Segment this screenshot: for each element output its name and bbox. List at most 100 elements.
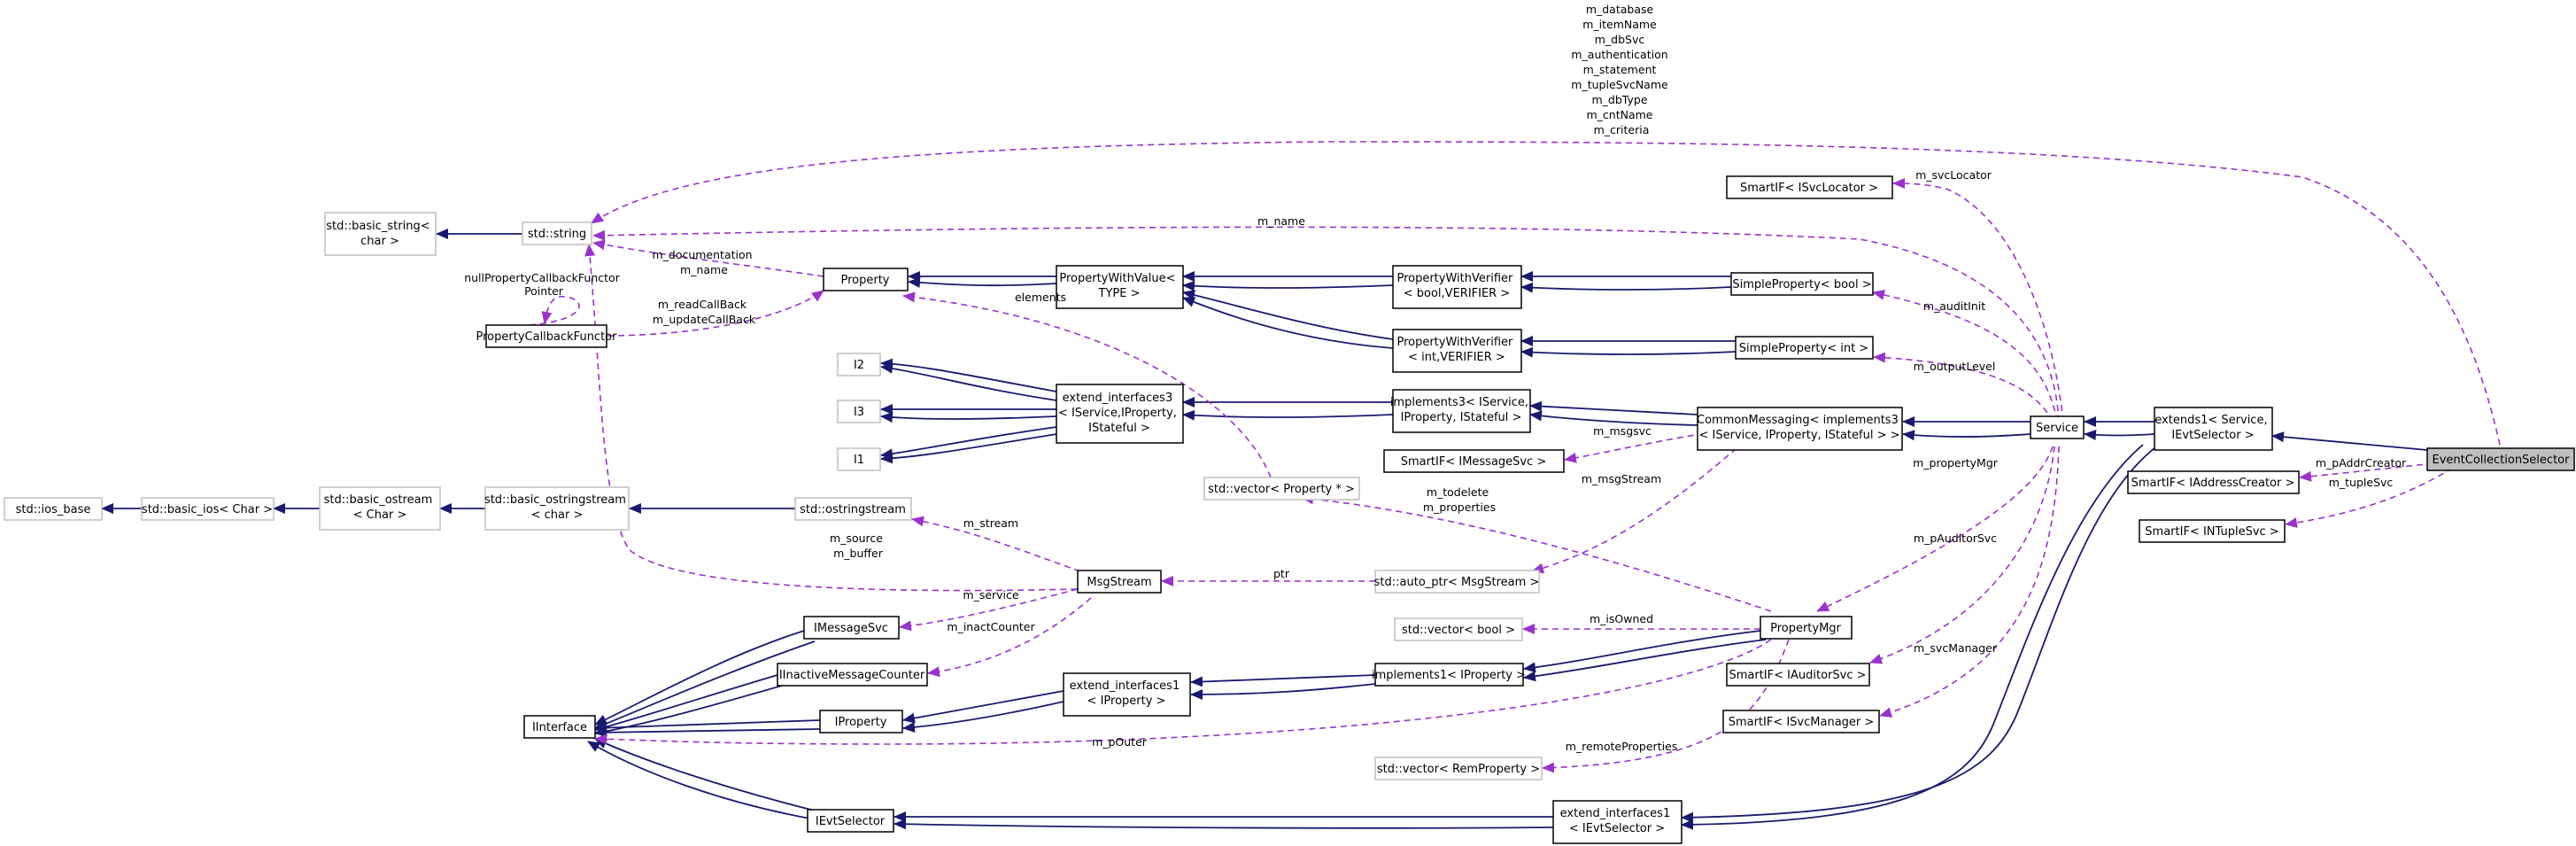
edge-service-svcmgr xyxy=(1879,446,2060,718)
node-i3[interactable]: I3 xyxy=(837,400,881,423)
label-m-name: m_name xyxy=(1257,214,1305,228)
node-implements1-property[interactable]: implements1< IProperty > xyxy=(1372,663,1526,687)
node-smartif-addrcreator-label: SmartIF< IAddressCreator > xyxy=(2131,477,2295,490)
label-m-remoteproperties: m_remoteProperties xyxy=(1566,740,1678,753)
edge-service-auditor xyxy=(1869,446,2055,664)
inheritance-edges xyxy=(101,229,2428,830)
edge-ievtsel-iinterface xyxy=(594,738,816,811)
node-pwver-bool-label: PropertyWithVerifier < bool,VERIFIER > xyxy=(1396,272,1516,300)
edge-cm-impl3-2 xyxy=(1529,410,1698,426)
node-property[interactable]: Property xyxy=(823,268,909,291)
node-ostringstream-label: std::ostringstream xyxy=(800,503,906,516)
node-iinterface[interactable]: IInterface xyxy=(523,715,596,739)
edge-extif3-i2-2 xyxy=(880,362,1057,401)
edge-spbool-pwverbool-2 xyxy=(1520,282,1732,293)
label-pm-vector: m_todelete m_properties xyxy=(1423,485,1496,514)
node-iproperty[interactable]: IProperty xyxy=(819,710,903,733)
node-i2[interactable]: I2 xyxy=(837,353,881,376)
node-vector-remproperty[interactable]: std::vector< RemProperty > xyxy=(1374,757,1543,780)
node-implements3[interactable]: implements3< IService, IProperty, IState… xyxy=(1390,389,1532,433)
node-iinactive-counter[interactable]: IInactiveMessageCounter xyxy=(777,663,928,687)
node-basic-string[interactable]: std::basic_string< char > xyxy=(324,212,437,256)
edge-service-string-mname xyxy=(592,226,2060,423)
edge-labels: m_database m_itemName m_dbSvc m_authenti… xyxy=(652,3,2407,753)
edge-msgstream-imessagesvc xyxy=(899,588,1079,632)
edge-extif3-i3-2 xyxy=(880,412,1057,423)
node-imessagesvc-label: IMessageSvc xyxy=(814,622,888,635)
node-extend-interfaces3[interactable]: extend_interfaces3 < IService,IProperty,… xyxy=(1056,384,1184,444)
node-property-with-value[interactable]: PropertyWithValue< TYPE > xyxy=(1056,265,1184,309)
edge-iinactive-iinterface-2 xyxy=(594,683,789,737)
node-event-collection-selector-label: EventCollectionSelector xyxy=(2433,454,2571,467)
node-smartif-svclocator[interactable]: SmartIF< ISvcLocator > xyxy=(1726,175,1893,199)
edge-ecs-string xyxy=(591,141,2501,446)
node-basic-ostringstream[interactable]: std::basic_ostringstream < char > xyxy=(484,486,630,531)
node-propertymgr[interactable]: PropertyMgr xyxy=(1760,616,1853,640)
edge-extif1prop-iproperty xyxy=(902,690,1064,724)
node-property-callback-functor-label: PropertyCallbackFunctor xyxy=(476,330,618,344)
node-extends1[interactable]: extends1< Service, IEvtSelector > xyxy=(2154,407,2273,451)
label-m-auditinit: m_auditInit xyxy=(1923,299,1985,313)
node-imessagesvc[interactable]: IMessageSvc xyxy=(803,616,900,640)
node-smartif-addrcreator[interactable]: SmartIF< IAddressCreator > xyxy=(2127,470,2300,494)
node-smartif-svcmgr[interactable]: SmartIF< ISvcManager > xyxy=(1722,710,1880,733)
node-extends1-label: extends1< Service, IEvtSelector > xyxy=(2154,414,2270,442)
label-ptr: ptr xyxy=(1273,567,1290,580)
node-extend-interfaces1-evtselector[interactable]: extend_interfaces1 < IEvtSelector > xyxy=(1552,800,1683,844)
edge-msgstream-ostringstream xyxy=(911,516,1081,572)
edge-propmgr-vectorprop xyxy=(1301,493,1772,612)
node-std-string[interactable]: std::string xyxy=(522,221,592,245)
node-vector-bool[interactable]: std::vector< bool > xyxy=(1394,617,1523,641)
node-vector-property[interactable]: std::vector< Property * > xyxy=(1203,477,1360,501)
node-pwver-bool[interactable]: PropertyWithVerifier < bool,VERIFIER > xyxy=(1392,265,1522,309)
node-basic-ios[interactable]: std::basic_ios< Char > xyxy=(141,497,275,521)
node-event-collection-selector[interactable]: EventCollectionSelector xyxy=(2426,447,2575,471)
node-extend-interfaces1-property[interactable]: extend_interfaces1 < IProperty > xyxy=(1063,672,1191,717)
node-ios-base[interactable]: std::ios_base xyxy=(4,497,103,521)
node-pwver-int[interactable]: PropertyWithVerifier < int,VERIFIER > xyxy=(1392,329,1522,373)
edge-service-propmgr xyxy=(1816,446,2054,612)
node-extend-interfaces3-label: extend_interfaces3 < IService,IProperty,… xyxy=(1058,392,1180,435)
node-smartif-auditor[interactable]: SmartIF< IAuditorSvc > xyxy=(1726,663,1870,687)
node-pwver-int-label: PropertyWithVerifier < int,VERIFIER > xyxy=(1396,336,1516,364)
edge-msgstream-string xyxy=(584,244,1078,592)
node-smartif-ntuple-label: SmartIF< INTupleSvc > xyxy=(2145,525,2278,539)
label-callback-functor: m_readCallBack m_updateCallBack xyxy=(653,298,756,326)
node-simple-property-int[interactable]: SimpleProperty< int > xyxy=(1735,336,1874,360)
node-msgstream-label: MsgStream xyxy=(1087,576,1151,589)
label-m-stream: m_stream xyxy=(963,516,1018,530)
edge-imessagesvc-iinterface xyxy=(594,630,805,726)
node-service[interactable]: Service xyxy=(2030,415,2085,439)
edge-service-spint xyxy=(1873,352,2054,423)
node-ievtselector[interactable]: IEvtSelector xyxy=(807,809,894,833)
edge-iproperty-iinterface-2 xyxy=(594,726,821,738)
node-common-messaging[interactable]: CommonMessaging< implements3 < IService,… xyxy=(1697,407,1903,451)
node-ostringstream[interactable]: std::ostringstream xyxy=(794,497,912,521)
edge-extif3-i1-2 xyxy=(880,433,1057,464)
node-i1[interactable]: I1 xyxy=(837,447,881,471)
node-basic-string-label: std::basic_string< char > xyxy=(326,220,433,248)
node-property-label: Property xyxy=(840,274,889,287)
edge-spint-pwverint-2 xyxy=(1520,346,1737,358)
node-simple-property-bool[interactable]: SimpleProperty< bool > xyxy=(1730,272,1874,296)
edge-imessagesvc-iinterface-2 xyxy=(594,640,816,729)
node-autoptr-msgstream[interactable]: std::auto_ptr< MsgStream > xyxy=(1374,570,1540,594)
edge-cm-autoptr xyxy=(1531,440,1745,574)
usage-edges xyxy=(529,141,2501,773)
node-smartif-ntuple[interactable]: SmartIF< INTupleSvc > xyxy=(2139,519,2286,543)
edge-service-extif1evt xyxy=(1681,444,2144,830)
node-msgstream[interactable]: MsgStream xyxy=(1077,570,1162,594)
node-smartif-msgsvc[interactable]: SmartIF< IMessageSvc > xyxy=(1383,449,1565,473)
node-vector-property-label: std::vector< Property * > xyxy=(1208,483,1355,496)
edge-null-cb-self xyxy=(529,296,580,326)
edge-ievtsel-iinterface-2 xyxy=(587,741,816,820)
node-property-callback-functor[interactable]: PropertyCallbackFunctor xyxy=(476,324,618,348)
node-basic-ostream[interactable]: std::basic_ostream < Char > xyxy=(319,486,441,531)
edge-iproperty-iinterface xyxy=(594,719,821,733)
edge-propmgr-impl1prop-2 xyxy=(1523,639,1767,682)
label-m-svcmanager: m_svcManager xyxy=(1914,641,1998,655)
label-m-propertymgr: m_propertyMgr xyxy=(1913,456,1999,470)
edge-msgstream-iinactive xyxy=(927,597,1092,678)
edge-iinactive-iinterface xyxy=(594,674,778,733)
node-iinterface-label: IInterface xyxy=(532,721,587,734)
